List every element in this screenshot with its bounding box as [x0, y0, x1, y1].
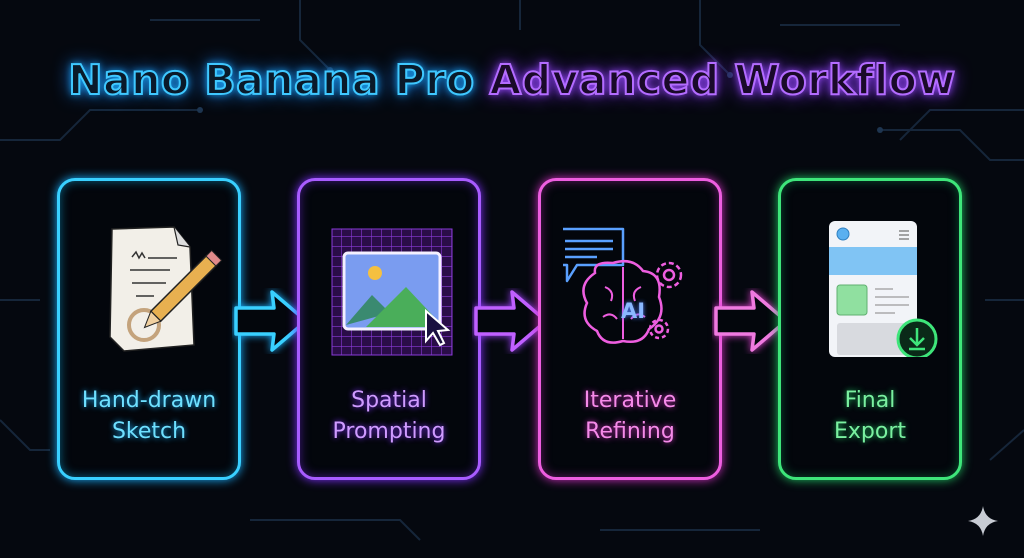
sparkle-icon: [968, 506, 998, 536]
arrow-right-icon: [714, 290, 788, 352]
step-card-hand-drawn-sketch: Hand-drawn Sketch: [57, 178, 241, 480]
sketch-paper-pencil-icon: [109, 226, 222, 352]
arrow-right-icon: [234, 290, 308, 352]
page-title: Nano Banana Pro Advanced Workflow: [0, 55, 1024, 105]
step-card-final-export: Final Export: [778, 178, 962, 480]
step-label-line2: Refining: [585, 419, 675, 444]
step-label-line2: Export: [833, 419, 906, 444]
step-label-line1: Final: [844, 388, 896, 413]
document-download-icon: [829, 221, 938, 357]
ai-badge: AI: [620, 299, 646, 323]
arrow-right-icon: [474, 290, 548, 352]
image-grid-cursor-icon: [331, 228, 453, 356]
ai-brain-chat-gears-icon: [563, 227, 683, 344]
step-label-line1: Spatial: [351, 388, 427, 413]
step-label-line1: Iterative: [583, 388, 677, 413]
step-card-spatial-prompting: Spatial Prompting: [297, 178, 481, 480]
title-part-2: Advanced Workflow: [488, 55, 956, 105]
step-label-line2: Sketch: [111, 419, 187, 444]
step-label-line2: Prompting: [332, 419, 446, 444]
title-part-1: Nano Banana Pro: [67, 55, 475, 105]
step-label-line1: Hand-drawn: [81, 388, 217, 413]
step-card-iterative-refining: AI Iterative Refining: [538, 178, 722, 480]
